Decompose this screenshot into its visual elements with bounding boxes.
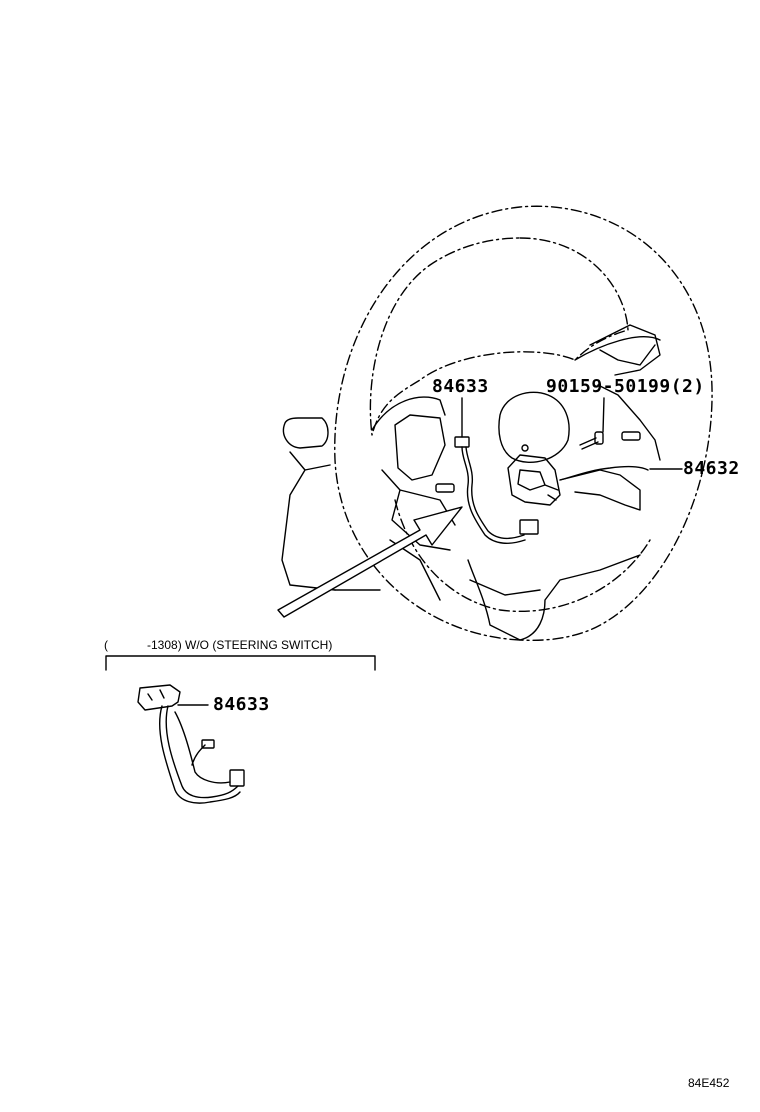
column-shroud [281,451,336,591]
screw-number: 90159-50199 [546,376,671,397]
lower-spoke [467,554,641,641]
switch-detail [517,469,559,501]
harness-connector-bottom [519,519,539,535]
airbag-pad [498,391,570,463]
left-spoke [371,396,456,551]
leader-screw [602,397,605,433]
steering-wheel [281,205,713,641]
switch-mount-hole [521,444,529,452]
harness-connector-top [454,436,470,448]
variant-note-text: -1308) W/O (STEERING SWITCH) [147,638,333,652]
wheel-inner-lower-rim [394,499,651,612]
callout-arrow [277,506,463,618]
left-spoke-button [435,483,455,493]
wire-harness-main [454,436,539,544]
wire-harness-variant [137,684,245,804]
variant-connector [137,684,181,711]
label-84632: 84632 [683,458,740,479]
wheel-outer-rim [334,205,713,641]
harness-wire [461,446,526,544]
wheel-inner-rim [369,237,629,436]
variant-end-connector [229,769,245,787]
harness-wire-parallel [465,446,525,540]
right-spoke-button [621,431,641,441]
variant-wire-a [159,705,241,804]
variant-wire-b [165,705,239,799]
upper-right-stalk [589,324,661,376]
label-84633-main: 84633 [432,376,489,397]
steering-column [282,417,329,449]
screw-head [594,431,604,445]
screw [579,431,604,450]
variant-note-open-paren: ( [104,638,108,652]
figure-code: 84E452 [688,1076,730,1090]
variant-branch [174,711,231,784]
screw-quantity: (2) [670,376,705,397]
switch-cable [559,465,649,481]
variant-small-connector [201,739,215,749]
switch-body [507,454,561,506]
variant-bracket [105,655,376,671]
steering-switch-assembly [507,444,649,506]
right-spoke [559,336,661,511]
label-screw-part-number: 90159-50199(2) [546,376,705,397]
label-84633-variant: 84633 [213,694,270,715]
